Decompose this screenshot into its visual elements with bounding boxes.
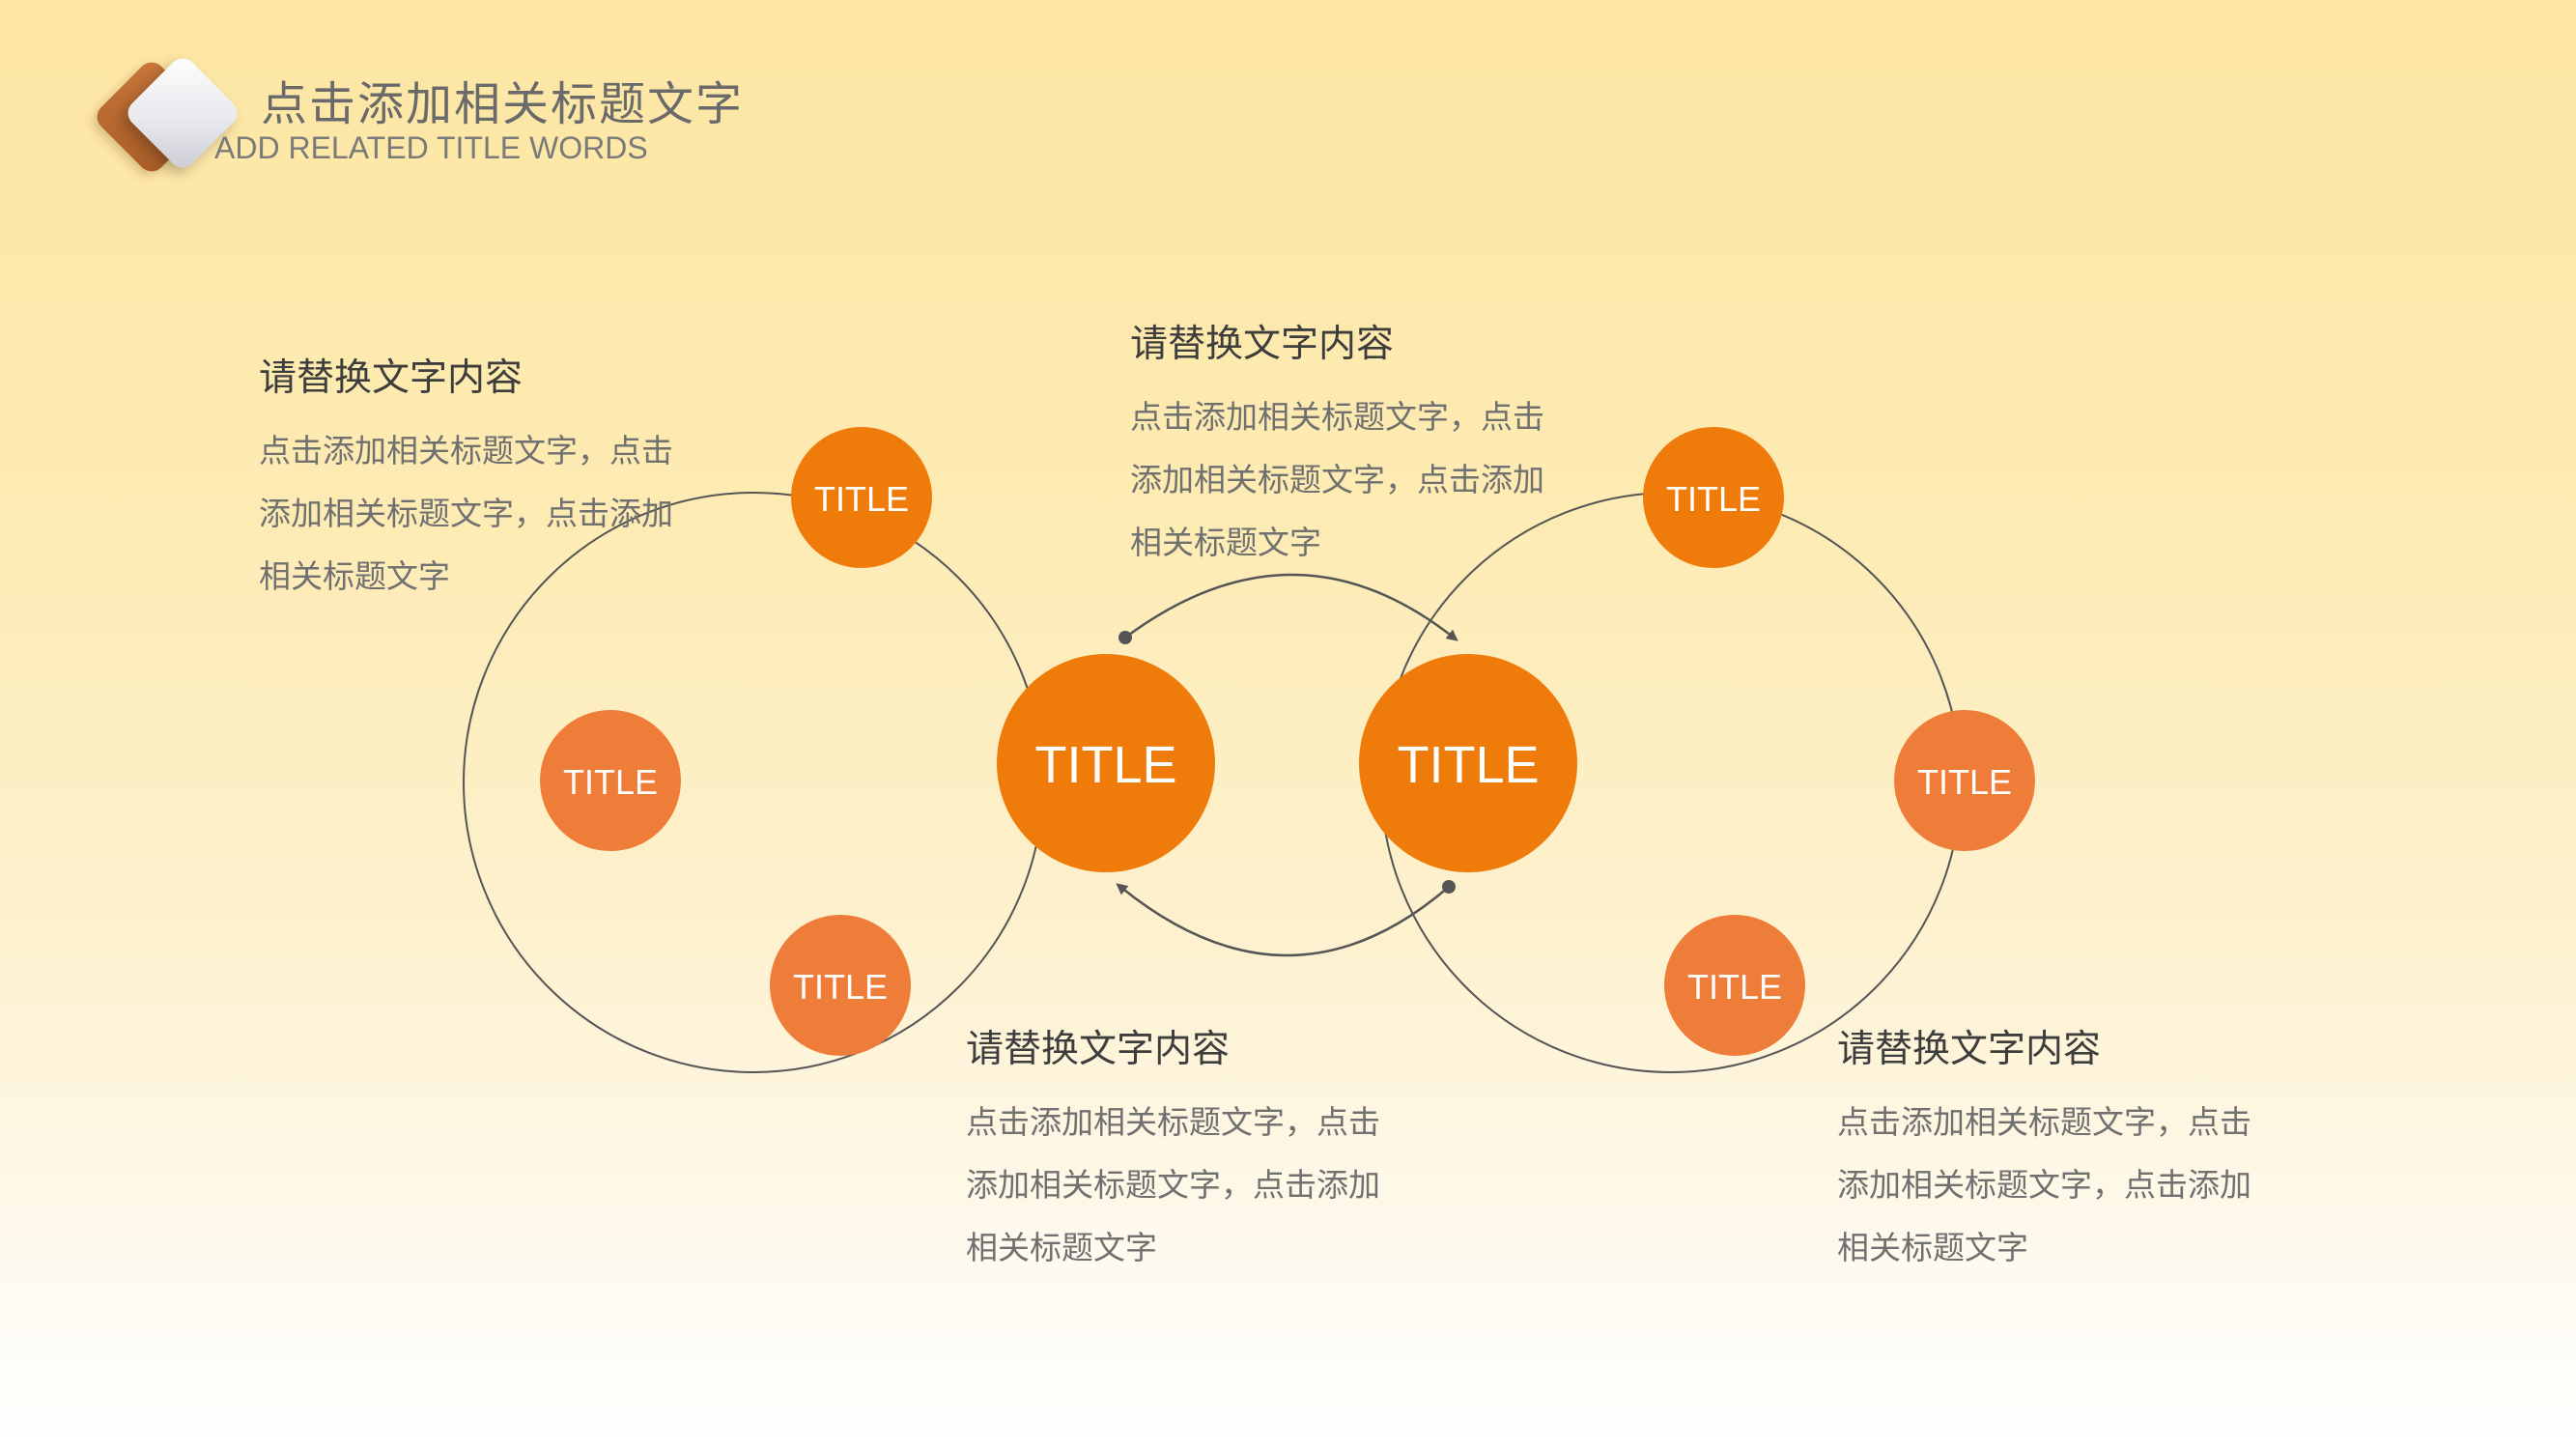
left-node-top: TITLE [791,427,932,568]
center-node-left: TITLE [997,654,1215,872]
text-block-body: 点击添加相关标题文字，点击添加相关标题文字，点击添加相关标题文字 [1837,1103,2251,1266]
text-block-body: 点击添加相关标题文字，点击添加相关标题文字，点击添加相关标题文字 [1130,398,1544,561]
text-block-heading: 请替换文字内容 [259,356,524,400]
right-node-top: TITLE [1643,427,1784,568]
text-block-body: 点击添加相关标题文字，点击添加相关标题文字，点击添加相关标题文字 [259,432,673,595]
center-node-right: TITLE [1359,654,1577,872]
center-node-left-label: TITLE [1034,736,1176,794]
text-block-top-center: 请替换文字内容 点击添加相关标题文字，点击添加相关标题文字，点击添加相关标题文字 [1130,314,1574,574]
text-block-heading: 请替换文字内容 [1837,1028,2102,1071]
left-node-bottom-label: TITLE [793,967,888,1007]
left-node-middle: TITLE [540,710,681,851]
bottom-connector-arc [1116,883,1450,957]
right-node-top-label: TITLE [1666,479,1761,519]
text-block-bottom-center: 请替换文字内容 点击添加相关标题文字，点击添加相关标题文字，点击添加相关标题文字 [966,1019,1410,1279]
text-block-top-left: 请替换文字内容 点击添加相关标题文字，点击添加相关标题文字，点击添加相关标题文字 [259,348,703,608]
right-node-middle-label: TITLE [1917,762,2012,802]
left-node-top-label: TITLE [814,479,909,519]
left-node-middle-label: TITLE [563,762,658,802]
right-node-middle: TITLE [1894,710,2035,851]
top-connector-arc [1124,573,1458,641]
page-title: 点击添加相关标题文字 [261,77,745,131]
text-block-heading: 请替换文字内容 [966,1028,1231,1071]
page-subtitle: ADD RELATED TITLE WORDS [214,130,648,165]
text-block-heading: 请替换文字内容 [1130,323,1395,366]
text-block-body: 点击添加相关标题文字，点击添加相关标题文字，点击添加相关标题文字 [966,1103,1380,1266]
text-block-bottom-right: 请替换文字内容 点击添加相关标题文字，点击添加相关标题文字，点击添加相关标题文字 [1837,1019,2281,1279]
left-node-bottom: TITLE [770,915,911,1056]
top-connector-dot [1118,631,1132,644]
bottom-connector-dot [1442,880,1456,894]
center-node-right-label: TITLE [1397,736,1539,794]
right-node-bottom-label: TITLE [1687,967,1782,1007]
right-node-bottom: TITLE [1664,915,1805,1056]
